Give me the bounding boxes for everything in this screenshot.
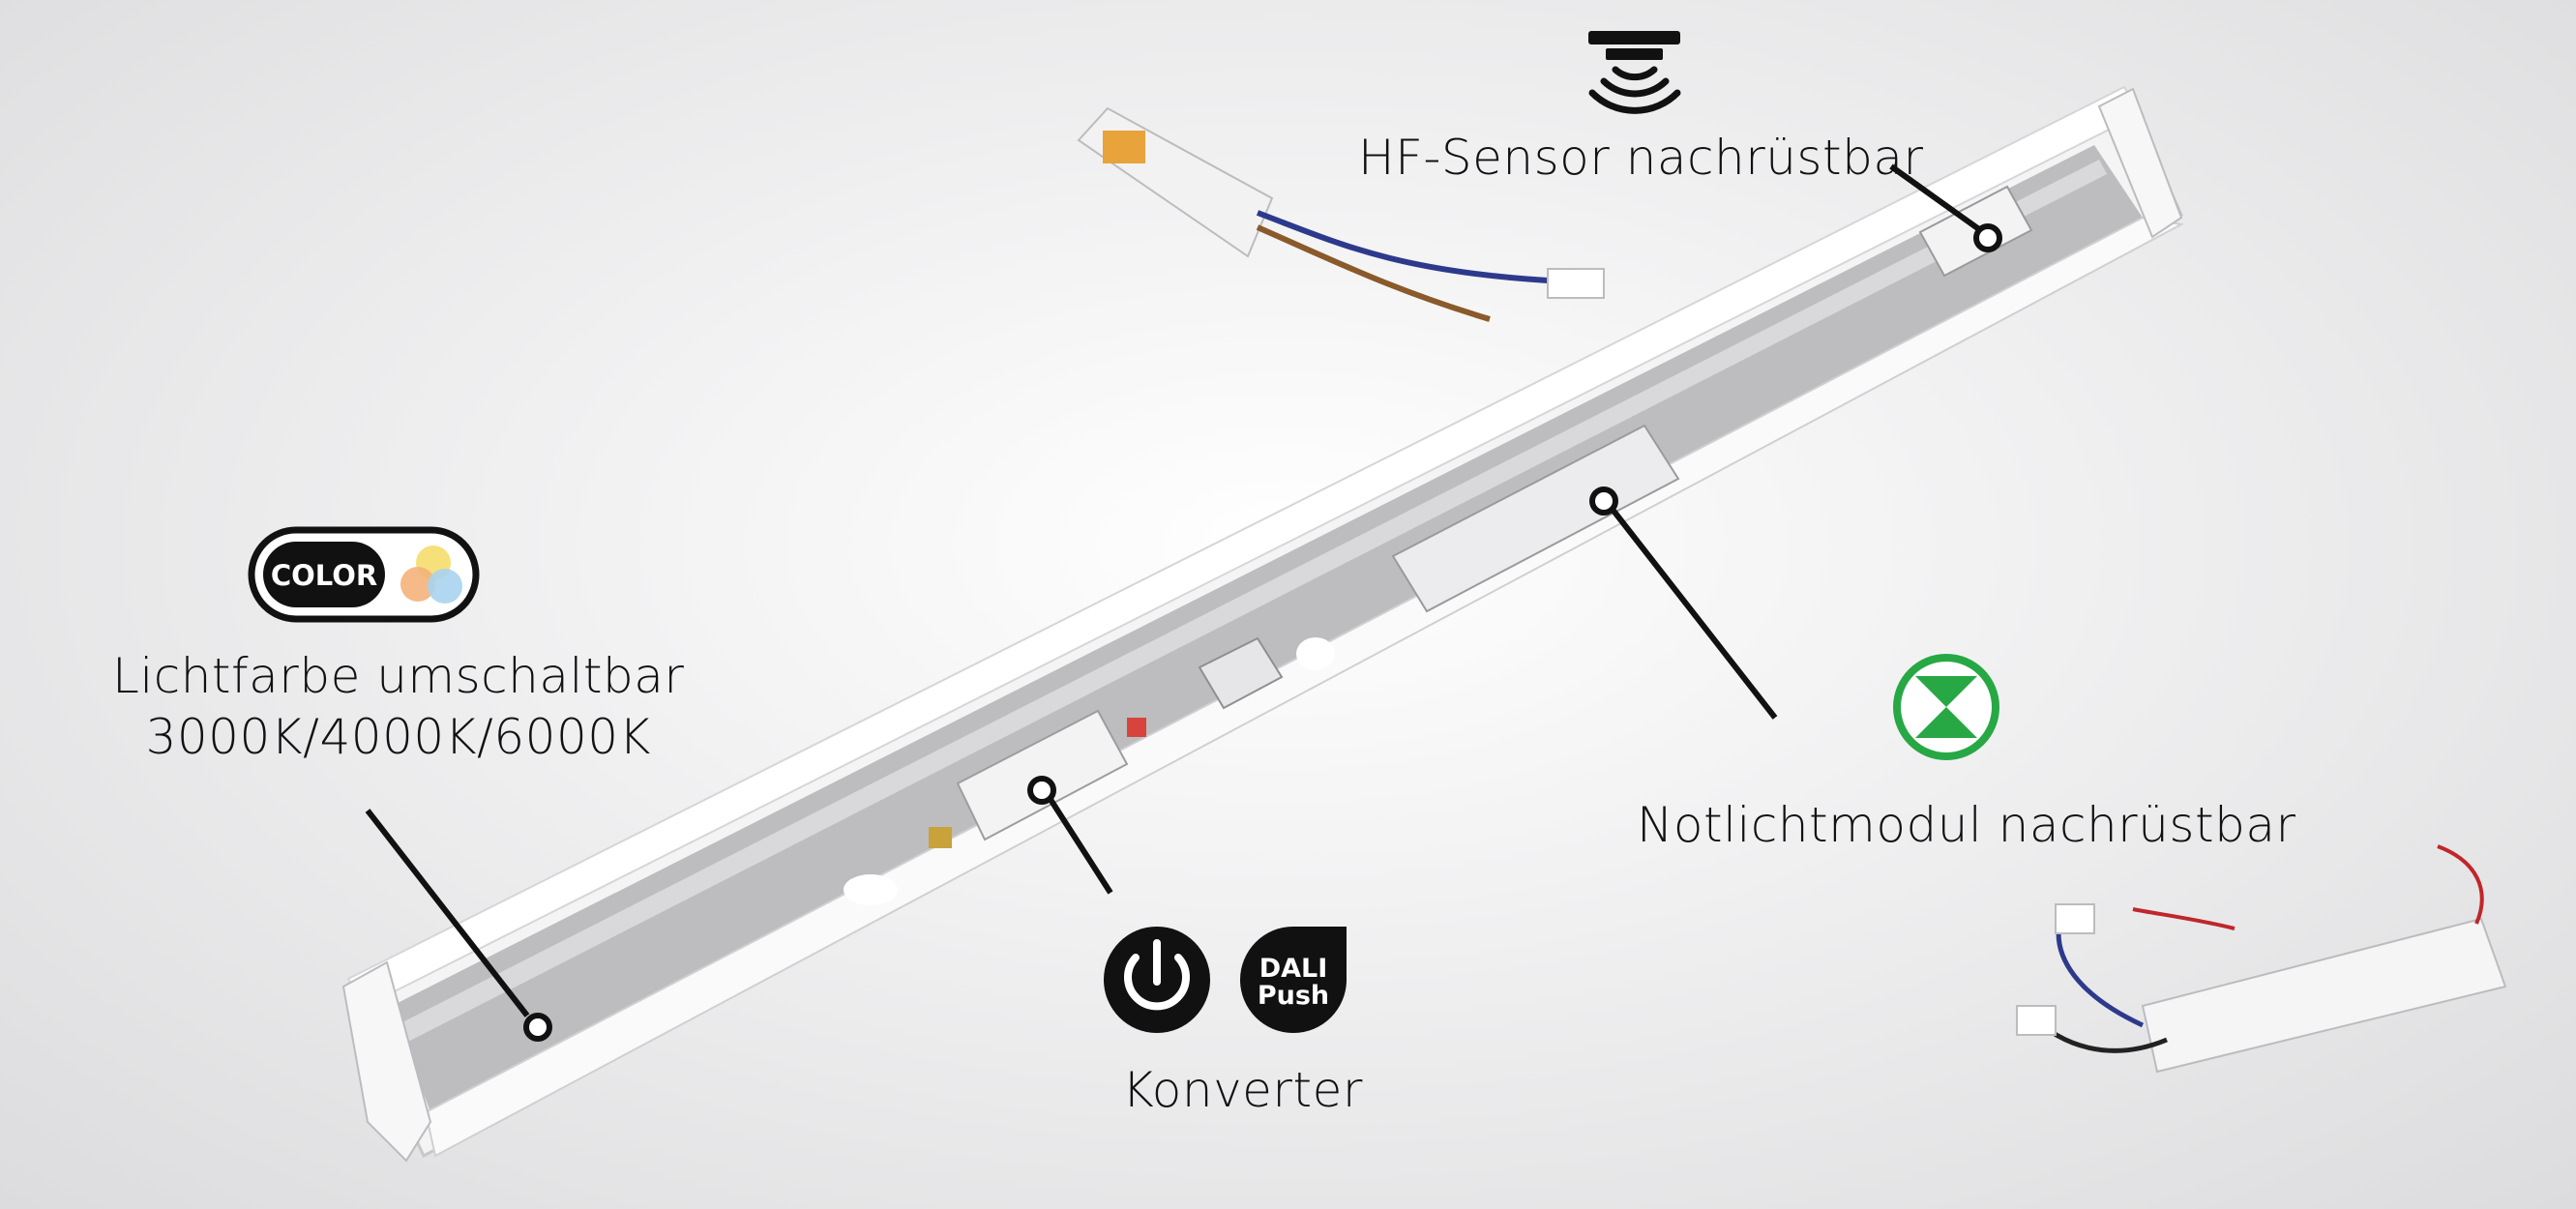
emergency-module bbox=[2016, 844, 2507, 1074]
hf-sensor-module bbox=[1077, 106, 1605, 322]
terminal-block bbox=[1198, 636, 1284, 710]
push-text: Push bbox=[1258, 981, 1329, 1011]
color-temperature-line2: 3000K/4000K/6000K bbox=[145, 708, 651, 765]
emergency-module-slot bbox=[1391, 424, 1680, 613]
dali-text: DALI bbox=[1259, 954, 1328, 984]
luminaire-tray bbox=[392, 145, 2143, 1112]
sensor-cable bbox=[1256, 210, 1549, 283]
sensor-plug bbox=[1547, 268, 1605, 299]
connector-red bbox=[1127, 718, 1146, 737]
emergency-housing bbox=[2141, 917, 2507, 1074]
color-leader bbox=[365, 809, 530, 1017]
converter-label: Konverter bbox=[1122, 1062, 1363, 1118]
hf-sensor-marker bbox=[1973, 223, 2002, 252]
emergency-cable bbox=[2132, 907, 2235, 930]
sensor-housing bbox=[1077, 106, 1274, 258]
emergency-cable bbox=[2437, 844, 2484, 925]
cool-white-dot bbox=[428, 569, 462, 604]
end-cap-right bbox=[2097, 87, 2183, 239]
sensor-cable bbox=[1256, 224, 1491, 322]
dali-push-icon: DALI Push bbox=[1240, 927, 1347, 1033]
end-cap-left bbox=[341, 960, 432, 1163]
color-temperature-label: Lichtfarbe umschaltbar 3000K/4000K/6000K bbox=[112, 646, 684, 767]
luminaire-fixture bbox=[341, 85, 2185, 1163]
color-badge-text: COLOR bbox=[271, 559, 377, 592]
power-icon bbox=[1104, 927, 1210, 1033]
cable-hole bbox=[1296, 637, 1335, 670]
emergency-label: Notlichtmodul nachrüstbar bbox=[1637, 797, 2296, 853]
sensor-waves-icon bbox=[1588, 31, 1681, 114]
emergency-marker bbox=[1589, 487, 1618, 516]
color-temperature-icon: COLOR bbox=[248, 526, 480, 623]
converter-leader bbox=[1047, 796, 1113, 895]
connector-yellow bbox=[929, 827, 952, 848]
converter-box bbox=[956, 709, 1129, 841]
sensor-chip bbox=[1103, 131, 1145, 163]
emergency-plug bbox=[2055, 903, 2095, 934]
color-marker bbox=[523, 1013, 552, 1042]
converter-marker bbox=[1027, 776, 1056, 805]
color-temperature-line1: Lichtfarbe umschaltbar bbox=[112, 648, 685, 704]
luminaire-tray-shade bbox=[397, 160, 2107, 1043]
emergency-cable bbox=[2056, 918, 2145, 1028]
emergency-leader bbox=[1611, 509, 1778, 720]
cable-hole bbox=[844, 874, 898, 905]
emergency-plug bbox=[2016, 1005, 2057, 1036]
hf-sensor-label: HF-Sensor nachrüstbar bbox=[1358, 130, 1924, 186]
callouts bbox=[365, 163, 2002, 1042]
neutral-white-dot bbox=[400, 567, 435, 602]
hf-sensor-leader bbox=[1889, 163, 1985, 235]
emergency-light-icon bbox=[1893, 654, 1999, 760]
